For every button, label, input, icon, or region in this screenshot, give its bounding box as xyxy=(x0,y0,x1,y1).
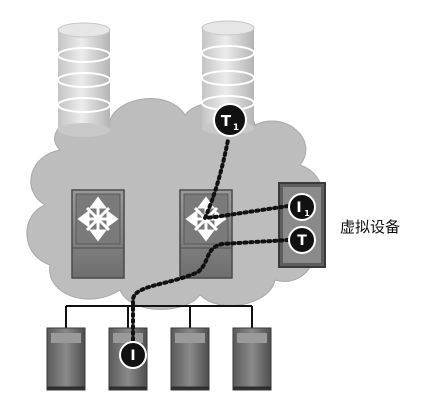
switch-left xyxy=(71,189,125,279)
svg-text:I: I xyxy=(296,200,301,216)
path-host-to-virtual-target xyxy=(131,238,290,354)
svg-text:1: 1 xyxy=(233,123,239,133)
switch-right xyxy=(179,189,233,279)
svg-text:T: T xyxy=(297,233,307,249)
storage-array-left xyxy=(57,22,111,137)
node-virtual-target: T xyxy=(288,226,316,254)
server-4 xyxy=(232,327,272,391)
node-top-target: T 1 xyxy=(213,103,247,137)
network-bus xyxy=(65,305,253,328)
path-virtual-initiator-to-target xyxy=(201,138,290,221)
server-3 xyxy=(170,327,210,391)
svg-text:1: 1 xyxy=(304,209,310,218)
node-virtual-initiator: I 1 xyxy=(288,193,316,221)
data-path xyxy=(131,138,290,354)
server-1 xyxy=(46,327,86,391)
switch-arrows-icon xyxy=(77,196,119,242)
virtual-device-label: 虚拟设备 xyxy=(340,218,400,236)
svg-text:T: T xyxy=(221,112,232,130)
svg-text:I: I xyxy=(130,348,135,364)
node-host-initiator: I xyxy=(119,341,147,369)
